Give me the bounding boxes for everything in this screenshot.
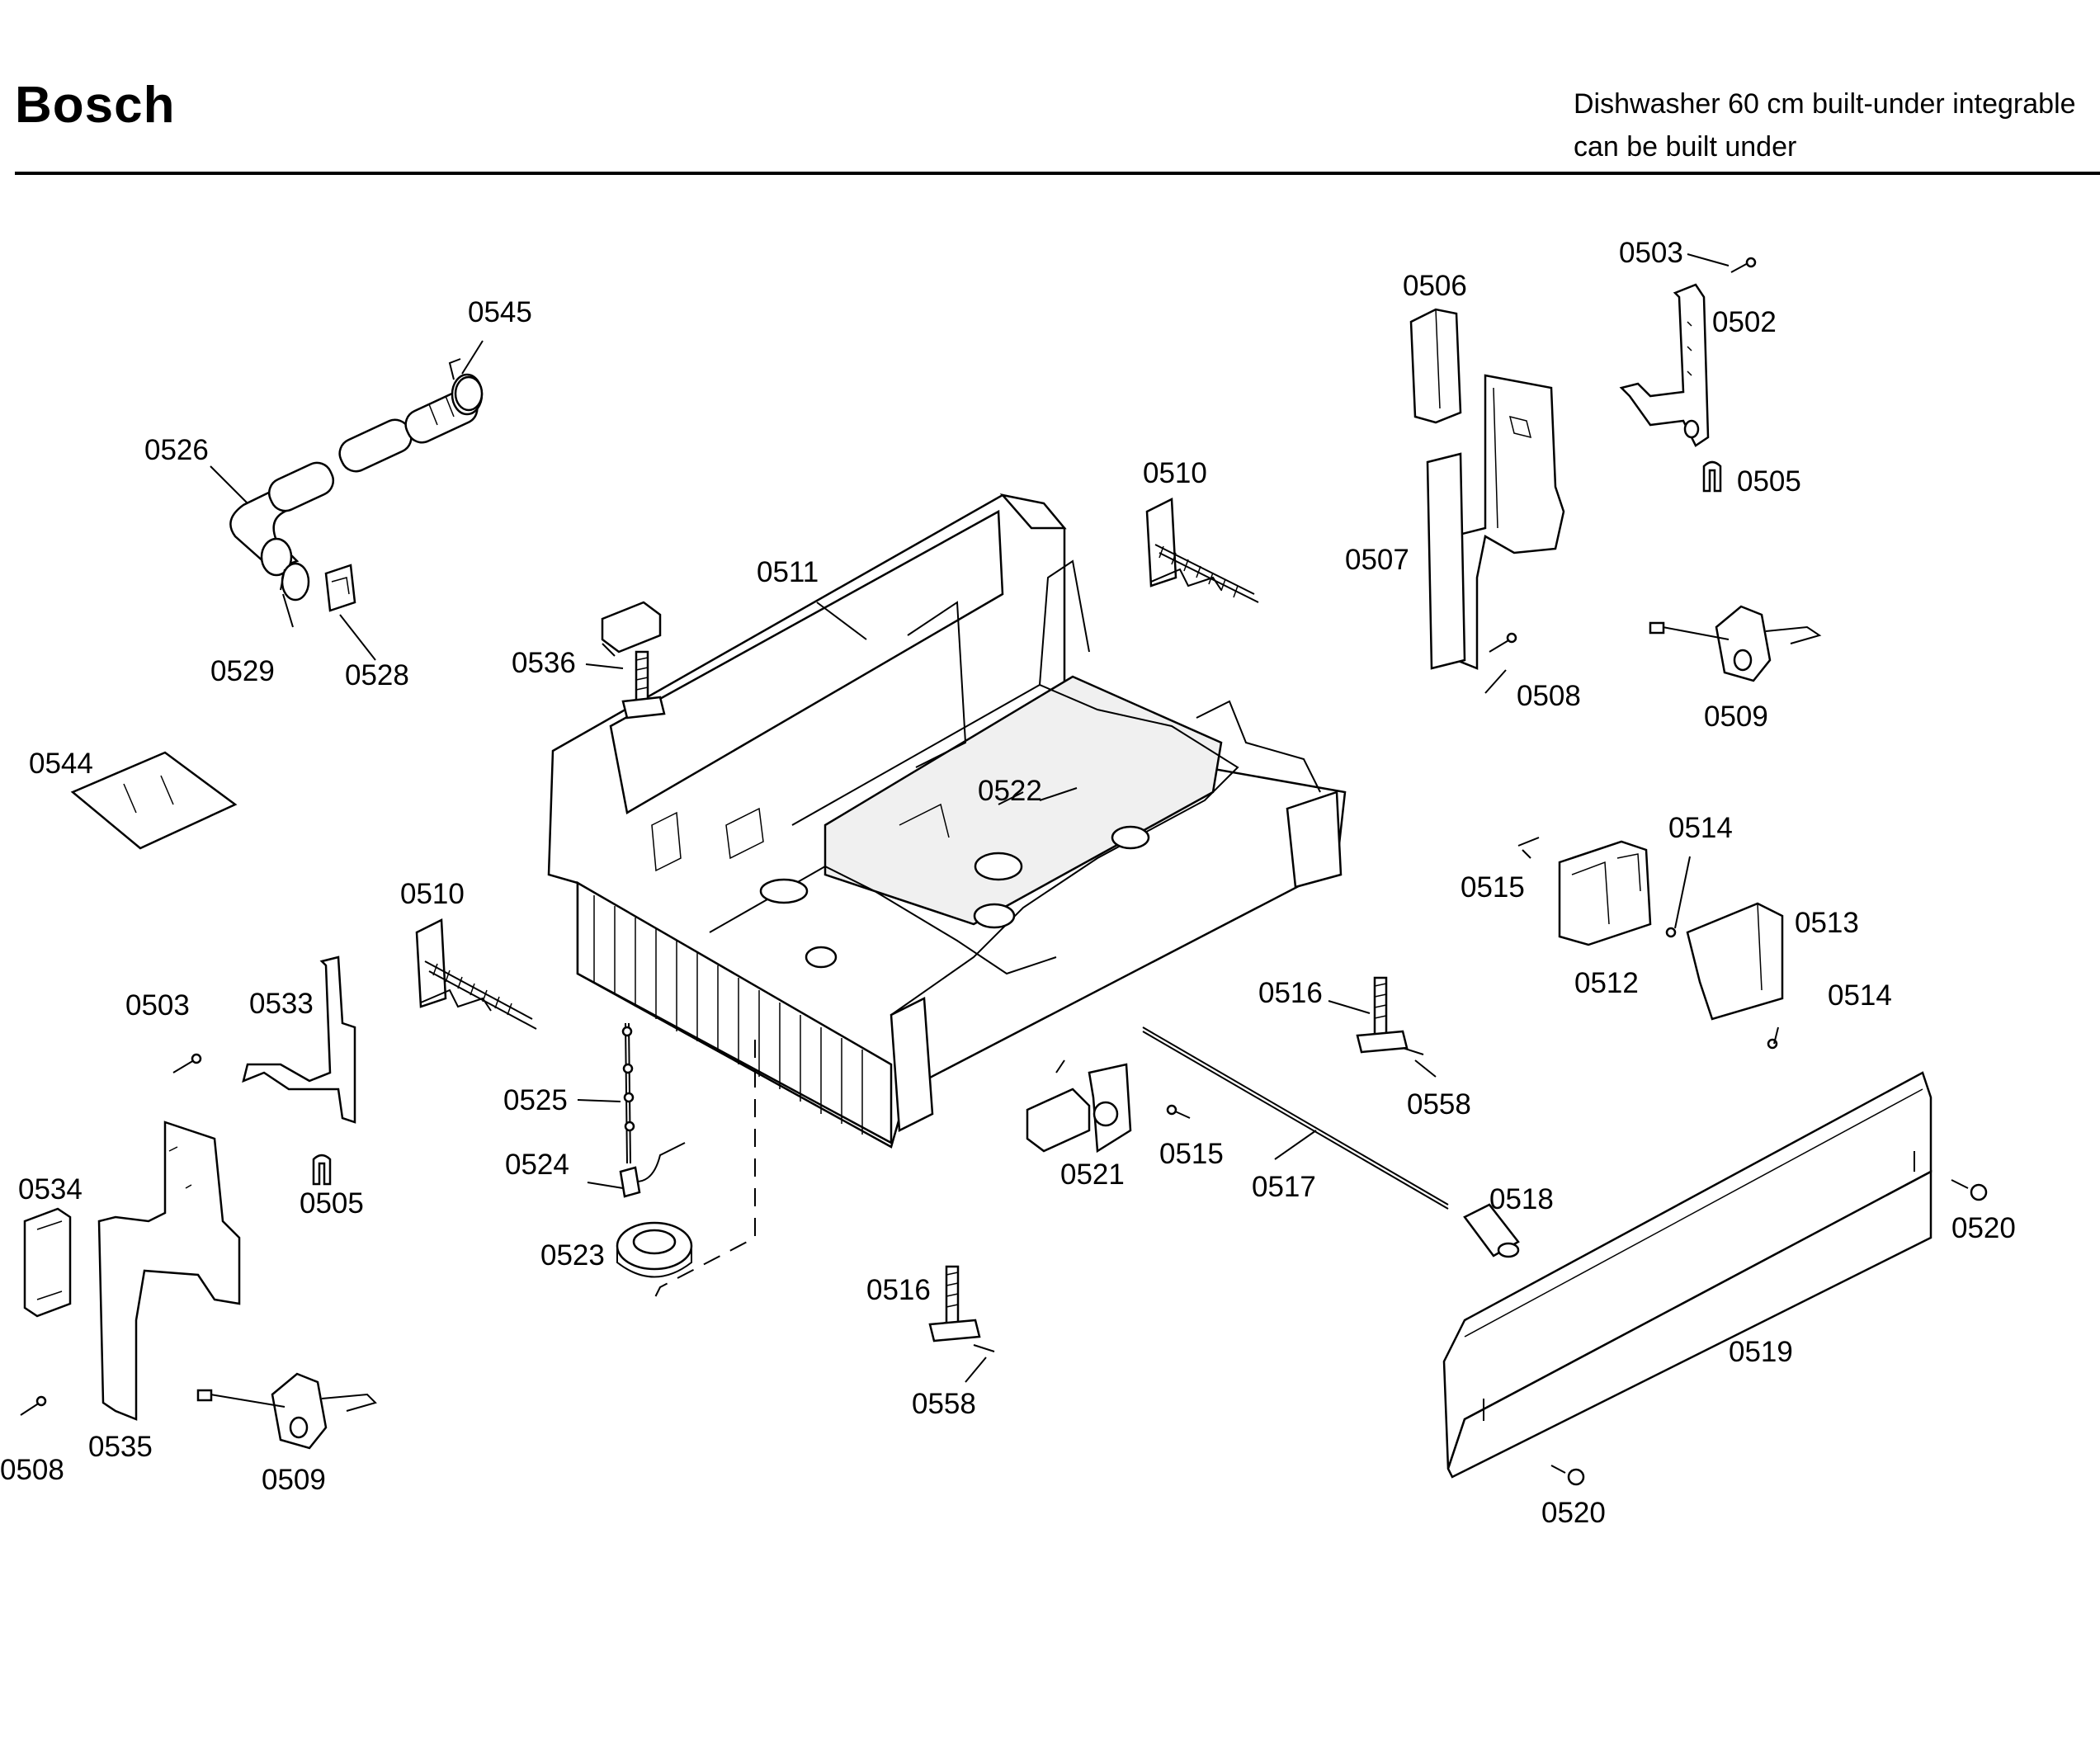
callout-0502: 0502: [1712, 306, 1777, 338]
clip-0528: [324, 564, 356, 612]
panel-0534: [23, 1207, 72, 1318]
sensor-cable-0525: [621, 1022, 635, 1164]
foot-0536: [601, 601, 666, 720]
screw-0515-lower: [1166, 1104, 1191, 1119]
screw-0520-lower: [1550, 1465, 1585, 1486]
callout-0525: 0525: [503, 1084, 568, 1116]
callout-0513: 0513: [1795, 907, 1859, 939]
model-description-line-2: can be built under: [1574, 131, 1797, 163]
hose-clamp-0529: [280, 562, 310, 602]
callout-0521: 0521: [1060, 1158, 1125, 1191]
screw-0515-upper: [1517, 837, 1540, 847]
callout-0520-lower: 0520: [1541, 1497, 1606, 1529]
callout-0529: 0529: [210, 655, 275, 687]
rod-0517: [1142, 1026, 1449, 1210]
leader-lines: [210, 253, 1779, 1383]
hinge-spring-0510-upper: [1145, 498, 1259, 603]
bracket-0507: [1426, 374, 1565, 670]
callout-0544: 0544: [29, 748, 93, 780]
callout-0510-lower: 0510: [400, 878, 465, 910]
clip-0505-left: [312, 1154, 332, 1186]
foot-0516-right: [1356, 976, 1409, 1054]
callout-0508-right: 0508: [1517, 680, 1581, 712]
door-switch-0509-right: [1649, 605, 1822, 682]
callout-0558-lower: 0558: [912, 1388, 976, 1420]
hardware-bag-0544: [70, 751, 238, 850]
screw-0508-right: [1489, 632, 1517, 653]
callout-0512: 0512: [1574, 967, 1639, 999]
callout-0518: 0518: [1489, 1183, 1554, 1215]
plinth-0519: [1442, 1071, 1932, 1479]
callout-0536: 0536: [512, 647, 576, 679]
callout-0511: 0511: [757, 556, 819, 588]
model-description: Dishwasher 60 cm built-under integrable …: [1574, 83, 2076, 168]
drain-hose-part: [229, 373, 484, 577]
callout-0522: 0522: [978, 775, 1042, 807]
callout-0523: 0523: [540, 1239, 605, 1272]
callout-0514-lower: 0514: [1828, 979, 1892, 1012]
clip-0505-right: [1702, 460, 1722, 493]
callout-0503-top: 0503: [1619, 237, 1683, 269]
callout-0515-lower: 0515: [1159, 1138, 1224, 1170]
callout-0510-upper: 0510: [1143, 457, 1207, 489]
bracket-0502: [1619, 283, 1710, 447]
sensor-0524: [619, 1142, 686, 1198]
callout-0558-upper: 0558: [1407, 1088, 1471, 1121]
screw-0514-a: [1665, 927, 1677, 938]
base-tub-part: [547, 493, 1347, 1149]
callout-0514-upper: 0514: [1668, 812, 1733, 844]
callout-0506: 0506: [1403, 270, 1467, 302]
callout-0505-left: 0505: [300, 1187, 364, 1220]
callout-0534: 0534: [18, 1173, 83, 1206]
callout-0524: 0524: [505, 1149, 569, 1181]
cover-0513: [1686, 902, 1784, 1021]
door-switch-0509-left: [196, 1372, 377, 1450]
callout-0516-lower: 0516: [866, 1274, 931, 1306]
bracket-0535: [97, 1121, 241, 1421]
screw-0503-left: [172, 1053, 202, 1073]
screw-0558-b: [973, 1344, 995, 1352]
hose-clamp-0545: [448, 358, 484, 412]
callout-0507: 0507: [1345, 544, 1409, 576]
callout-0509-right: 0509: [1704, 701, 1768, 733]
screw-0503-top: [1730, 257, 1757, 273]
callout-0503-left: 0503: [125, 989, 190, 1022]
callout-0505-right: 0505: [1737, 465, 1801, 498]
callout-0528: 0528: [345, 659, 409, 691]
housing-0512: [1558, 840, 1652, 946]
callout-0515-upper: 0515: [1461, 871, 1525, 904]
screw-0508-left: [20, 1395, 47, 1416]
callout-0526: 0526: [144, 434, 209, 466]
callout-0517: 0517: [1252, 1171, 1316, 1203]
drain-pot-0523: [616, 1221, 693, 1278]
callout-labels: 0503 0506 0502 0545 0526 0510 0505 0507 …: [0, 237, 2016, 1529]
dashed-guide-0523: [651, 1040, 756, 1305]
callout-0508-left: 0508: [0, 1454, 64, 1486]
cap-0518: [1463, 1203, 1520, 1258]
callout-0520-right: 0520: [1951, 1212, 2016, 1244]
bracket-0506: [1409, 308, 1462, 424]
hinge-spring-0510-lower: [415, 918, 537, 1030]
valve-0521: [1026, 1059, 1132, 1154]
bracket-0533: [242, 955, 356, 1124]
model-description-line-1: Dishwasher 60 cm built-under integrable: [1574, 88, 2076, 120]
screw-0520-right: [1951, 1179, 1988, 1201]
brand-title: Bosch: [15, 77, 176, 134]
callout-0509-left: 0509: [262, 1464, 326, 1496]
screw-0558-a: [1402, 1047, 1424, 1055]
callout-0516-upper: 0516: [1258, 977, 1323, 1009]
foot-0516-left: [928, 1265, 981, 1342]
callout-0535: 0535: [88, 1431, 153, 1463]
callout-0519: 0519: [1729, 1336, 1793, 1368]
callout-0545: 0545: [468, 296, 532, 328]
callout-0533: 0533: [249, 988, 314, 1020]
header-rule: [15, 172, 2100, 175]
